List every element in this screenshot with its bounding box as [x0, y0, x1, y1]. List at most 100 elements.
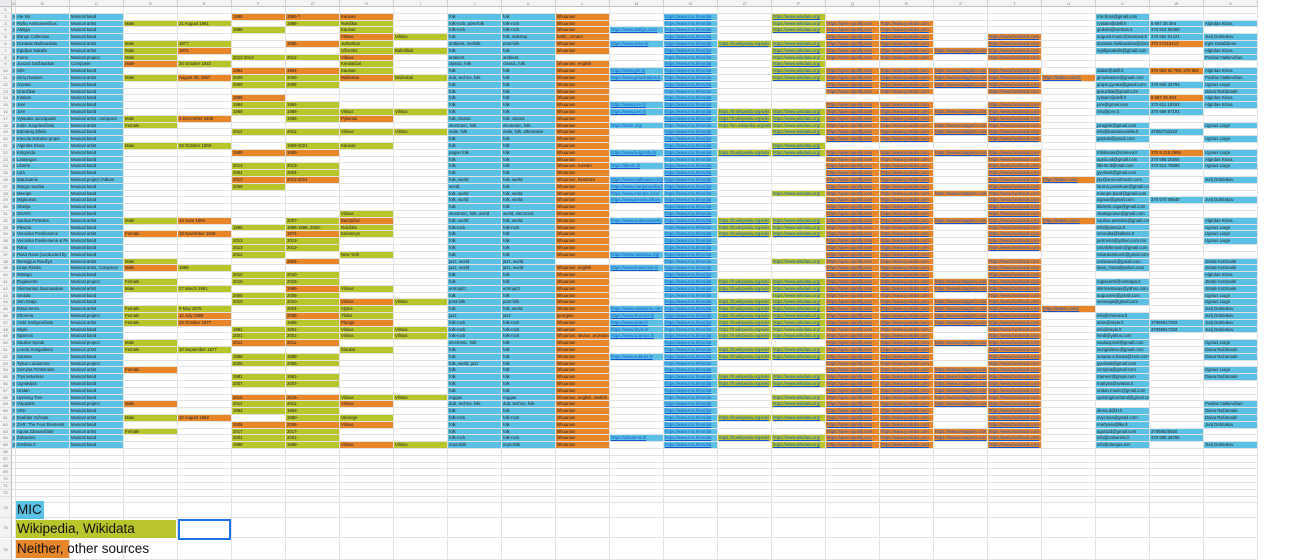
cell-l-40[interactable]: lithuanian — [556, 272, 610, 279]
cell-n-4[interactable]: https://www.mic.lt/en/dat — [664, 27, 718, 35]
cell-p-47[interactable]: https://www.wikidata.org/ — [772, 319, 826, 327]
cell-a-56[interactable]: yes — [12, 381, 16, 388]
cell-o-9[interactable] — [718, 61, 772, 69]
cell-d-52[interactable] — [124, 353, 178, 361]
cell-j-40[interactable]: folk — [448, 272, 502, 279]
cell-b-41[interactable]: Rugiaverte — [16, 279, 70, 286]
cell-t-59[interactable]: https://www.facebook.com — [988, 401, 1042, 409]
cell-p-31[interactable] — [772, 211, 826, 218]
cell-f-23[interactable] — [232, 156, 286, 164]
cell-f-16[interactable]: 1988 — [232, 109, 286, 116]
cell-a-54[interactable]: yes — [12, 367, 16, 375]
cell-f-56[interactable]: 2007 — [232, 381, 286, 388]
cell-v-8[interactable] — [1096, 54, 1150, 62]
row-header-35[interactable]: 35 — [0, 238, 12, 245]
cell-m-29[interactable]: https://www.kimmie.lt/kom — [610, 197, 664, 205]
cell-d-55[interactable] — [124, 374, 178, 381]
empty-cell[interactable] — [448, 476, 502, 483]
cell-l-14[interactable]: lithuanian — [556, 95, 610, 103]
cell-p-52[interactable]: https://www.wikidata.org/ — [772, 353, 826, 361]
cell-t-23[interactable]: https://www.facebook.com — [988, 156, 1042, 164]
cell-i-7[interactable]: Baltoškiai — [394, 47, 448, 55]
cell-o-34[interactable]: https://lt.wikipedia.org/wiki — [718, 231, 772, 239]
cell-p-32[interactable]: https://www.wikidata.org/ — [772, 217, 826, 225]
cell-a-6[interactable]: yes — [12, 41, 16, 48]
cell-c-33[interactable]: Musical band — [70, 224, 124, 232]
cell-m-19[interactable] — [610, 129, 664, 137]
cell-p-17[interactable]: https://www.wikidata.org/ — [772, 115, 826, 123]
empty-cell[interactable] — [340, 476, 394, 483]
row-header-37[interactable]: 37 — [0, 251, 12, 259]
cell-e-58[interactable] — [178, 394, 232, 402]
cell-e-19[interactable] — [178, 129, 232, 137]
row-header-28[interactable]: 28 — [0, 190, 12, 198]
cell-l-39[interactable]: lithuanian, english — [556, 265, 610, 273]
cell-j-25[interactable]: folk — [448, 170, 502, 177]
cell-f-49[interactable]: 2001 — [232, 333, 286, 341]
cell-a-42[interactable]: no — [12, 285, 16, 293]
cell-b-58[interactable]: Uprising Tree — [16, 394, 70, 402]
cell-r-43[interactable]: https://www.youtube.com — [880, 292, 934, 300]
cell-r-18[interactable]: https://www.youtube.com — [880, 122, 934, 130]
cell-f-51[interactable] — [232, 347, 286, 354]
cell-f-27[interactable]: 2009 — [232, 183, 286, 191]
cell-v-12[interactable]: grupe.gyvata@gmail.com — [1096, 81, 1150, 89]
cell-b-62[interactable]: ŽAR: The Four Elements — [16, 421, 70, 429]
cell-v-61[interactable]: evycinas@gmail.com — [1096, 415, 1150, 422]
row-header-46[interactable]: 46 — [0, 313, 12, 320]
cell-w-65[interactable] — [1150, 442, 1204, 449]
cell-q-15[interactable]: https://open.spotify.com — [826, 102, 880, 109]
cell-q-58[interactable]: https://open.spotify.com — [826, 394, 880, 402]
cell-u-51[interactable] — [1042, 347, 1096, 354]
cell-u-50[interactable] — [1042, 340, 1096, 347]
row-header-9[interactable]: 9 — [0, 61, 12, 69]
cell-l-27[interactable]: lithuanian — [556, 183, 610, 191]
cell-g-49[interactable]: 2001- — [286, 333, 340, 341]
empty-cell[interactable] — [1150, 449, 1204, 456]
cell-x-63[interactable] — [1204, 428, 1258, 436]
cell-q-4[interactable]: https://open.spotify.com — [826, 27, 880, 35]
cell-i-24[interactable] — [394, 163, 448, 171]
cell-i-51[interactable] — [394, 347, 448, 354]
cell-k-28[interactable]: folk, world — [502, 190, 556, 198]
empty-cell[interactable] — [934, 476, 988, 483]
cell-f-32[interactable] — [232, 217, 286, 225]
cell-w-32[interactable] — [1150, 217, 1204, 225]
cell-i-52[interactable] — [394, 353, 448, 361]
empty-cell[interactable] — [664, 539, 718, 560]
cell-k-56[interactable]: folk — [502, 381, 556, 388]
cell-g-6[interactable]: 1995- — [286, 41, 340, 48]
cell-a-43[interactable]: yes — [12, 292, 16, 300]
empty-cell[interactable] — [934, 498, 988, 518]
cell-v-9[interactable] — [1096, 61, 1150, 69]
row-header-13[interactable]: 13 — [0, 88, 12, 96]
cell-m-54[interactable] — [610, 367, 664, 375]
cell-p-46[interactable]: https://www.wikidata.org/ — [772, 313, 826, 320]
cell-n-49[interactable]: https://www.mic.lt/en/dat — [664, 333, 718, 341]
cell-k-6[interactable]: post-folk — [502, 41, 556, 48]
empty-cell[interactable] — [12, 483, 16, 490]
cell-w-30[interactable] — [1150, 204, 1204, 211]
cell-j-5[interactable]: folk — [448, 34, 502, 41]
cell-u-58[interactable] — [1042, 394, 1096, 402]
cell-i-19[interactable]: Vilnius — [394, 129, 448, 137]
row-header-30[interactable]: 30 — [0, 204, 12, 211]
empty-cell[interactable] — [988, 498, 1042, 518]
empty-cell[interactable] — [1204, 539, 1258, 560]
cell-m-63[interactable] — [610, 428, 664, 436]
cell-q-50[interactable]: https://open.spotify.com — [826, 340, 880, 347]
cell-c-25[interactable]: Musical band — [70, 170, 124, 177]
cell-s-2[interactable] — [934, 13, 988, 21]
cell-v-32[interactable]: saulius.petreikis@gmail.com — [1096, 217, 1150, 225]
cell-h-65[interactable]: Vilnius — [340, 442, 394, 449]
cell-u-43[interactable] — [1042, 292, 1096, 300]
cell-p-39[interactable] — [772, 265, 826, 273]
cell-i-41[interactable] — [394, 279, 448, 286]
cell-r-65[interactable]: https://www.youtube.com — [880, 442, 934, 449]
cell-j-39[interactable]: jazz, world — [448, 265, 502, 273]
cell-s-57[interactable]: https://www.instagram.com — [934, 387, 988, 395]
cell-c-64[interactable]: Musical band — [70, 435, 124, 443]
cell-t-10[interactable]: https://www.facebook.com — [988, 68, 1042, 75]
empty-cell[interactable] — [1042, 539, 1096, 560]
cell-a-22[interactable]: yes — [12, 149, 16, 157]
